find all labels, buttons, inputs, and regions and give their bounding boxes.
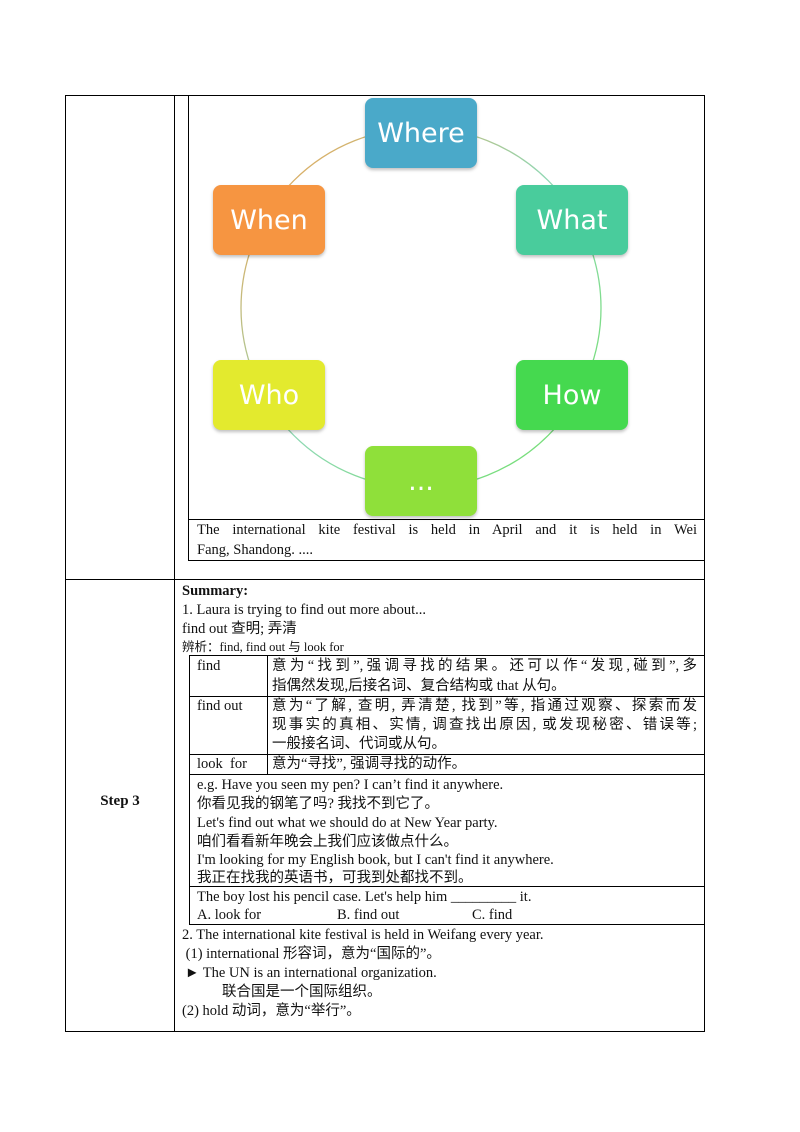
table-rule bbox=[189, 886, 704, 887]
step-label: Step 3 bbox=[100, 793, 140, 809]
term-find: find bbox=[197, 658, 221, 674]
point2-line: 联合国是一个国际组织。 bbox=[222, 984, 382, 1000]
summary-heading: Summary: bbox=[182, 583, 249, 599]
node-where-label: Where bbox=[377, 117, 465, 149]
node-when-label: When bbox=[230, 204, 308, 236]
def-look-for: 意为“寻找”, 强调寻找的动作。 bbox=[272, 756, 467, 772]
node-who-label: Who bbox=[238, 379, 300, 411]
def-find-line2: 指偶然发现,后接名词、复合结构或 that 从句。 bbox=[272, 678, 566, 694]
def-find-out-line1: 意为“了解, 查明, 弄清楚, 找到”等, 指通过观察、探索而发 bbox=[272, 698, 697, 714]
column-divider-inner bbox=[188, 95, 189, 560]
example-line: e.g. Have you seen my pen? I can’t find … bbox=[197, 777, 504, 793]
cycle-diagram: Where What How ... Who When bbox=[189, 96, 704, 519]
table-rule bbox=[189, 754, 704, 755]
example-line: Let's find out what we should do at New … bbox=[197, 815, 498, 831]
table-rule bbox=[189, 924, 704, 925]
term-find-out: find out bbox=[197, 698, 243, 714]
column-divider bbox=[174, 95, 175, 580]
table-rule bbox=[189, 696, 704, 697]
diagram-caption-line2: Fang, Shandong. .... bbox=[197, 542, 313, 558]
step3-column-divider bbox=[174, 579, 175, 1032]
summary-line3: 辨析：find, find out 与 look for bbox=[182, 640, 344, 654]
cycle-ring-circle bbox=[240, 127, 602, 489]
exercise-option-b: B. find out bbox=[337, 907, 400, 923]
node-what: What bbox=[516, 185, 628, 255]
caption-bottom-line bbox=[188, 560, 705, 561]
point2-line: ► The UN is an international organizatio… bbox=[185, 965, 437, 981]
node-what-label: What bbox=[536, 204, 608, 236]
def-find-line1: 意为“找到”,强调寻找的结果。还可以作“发现,碰到”,多 bbox=[272, 658, 697, 674]
exercise-question: The boy lost his pencil case. Let's help… bbox=[197, 889, 532, 905]
exercise-option-c: C. find bbox=[472, 907, 513, 923]
summary-line1: 1. Laura is trying to find out more abou… bbox=[182, 602, 427, 618]
def-find-out-line3: 一般接名词、代词或从句。 bbox=[272, 736, 446, 752]
table-rule bbox=[189, 774, 704, 775]
node-ellipsis-label: ... bbox=[408, 465, 434, 497]
node-when: When bbox=[213, 185, 325, 255]
example-line: 咱们看看新年晚会上我们应该做点什么。 bbox=[197, 834, 458, 850]
node-who: Who bbox=[213, 360, 325, 430]
exercise-option-a: A. look for bbox=[197, 907, 262, 923]
node-where: Where bbox=[365, 98, 477, 168]
example-line: 我正在找我的英语书，可我到处都找不到。 bbox=[197, 870, 473, 886]
term-look-for: look for bbox=[197, 756, 247, 772]
example-line: 你看见我的钢笔了吗? 我找不到它了。 bbox=[197, 796, 440, 812]
diagram-caption-line1: The international kite festival is held … bbox=[197, 522, 697, 538]
node-how: How bbox=[516, 360, 628, 430]
node-ellipsis: ... bbox=[365, 446, 477, 516]
node-how-label: How bbox=[542, 379, 602, 411]
point2-line: 2. The international kite festival is he… bbox=[182, 927, 544, 943]
diagram-frame bbox=[188, 95, 705, 520]
example-line: I'm looking for my English book, but I c… bbox=[197, 852, 554, 868]
comparison-table bbox=[189, 655, 704, 924]
table-term-divider bbox=[267, 655, 268, 774]
step3-row-cell bbox=[65, 579, 705, 1032]
def-find-out-line2: 现事实的真相、实情, 调查找出原因, 或发现秘密、错误等; bbox=[272, 717, 697, 733]
summary-line2: find out 查明; 弄清 bbox=[182, 621, 297, 637]
point2-line: (2) hold 动词，意为“举行”。 bbox=[182, 1003, 361, 1019]
point2-line: (1) international 形容词，意为“国际的”。 bbox=[182, 946, 441, 962]
